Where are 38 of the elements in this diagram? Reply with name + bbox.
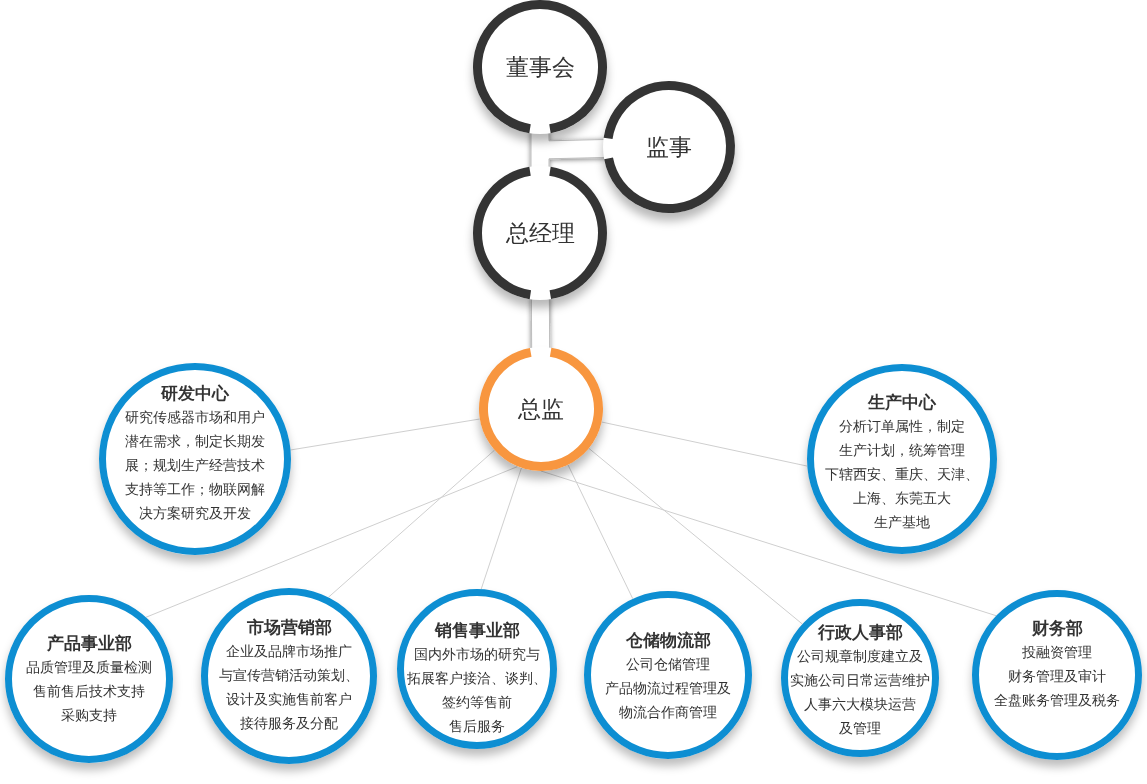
department-title: 财务部 [1031, 617, 1083, 640]
connector-line [601, 421, 808, 467]
department-title: 产品事业部 [46, 632, 132, 655]
department-title: 市场营销部 [246, 616, 332, 639]
department-duties: 产品物流过程管理及物流合作商管理 [605, 679, 731, 722]
department-title: 生产中心 [868, 391, 936, 414]
connector-line [145, 466, 519, 618]
department-title: 研发中心 [161, 382, 229, 405]
position-label: 总监 [518, 395, 564, 424]
department-duties: 全盘账务管理及税务 [994, 691, 1120, 710]
connector-line [480, 467, 522, 590]
position-label: 董事会 [505, 53, 575, 82]
department-title: 行政人事部 [817, 621, 903, 644]
department-duties: 企业及品牌市场推广与宣传营销活动策划、设计及实施售前客户接待服务及分配 [219, 642, 359, 733]
position-label: 总经理 [505, 219, 575, 248]
department-title: 销售事业部 [434, 619, 520, 642]
department-duties: 采购支持 [61, 706, 117, 725]
department-duties: 公司仓储管理 [626, 655, 710, 674]
connector-line [540, 470, 997, 617]
department-duties: 售前售后技术支持 [33, 682, 145, 701]
department-duties: 公司规章制度建立及实施公司日常运营维护 [790, 647, 930, 690]
department-duties: 分析订单属性，制定生产计划，统筹管理下辖西安、重庆、天津、上海、东莞五大生产基地 [825, 417, 979, 532]
position-circle [473, 0, 607, 134]
position-circle [603, 81, 735, 213]
position-label: 监事 [646, 133, 692, 162]
department-duties: 投融资管理 [1022, 643, 1092, 662]
department-duties: 研究传感器市场和用户潜在需求，制定长期发展；规划生产经营技术支持等工作；物联网解决方案研究及开发 [125, 408, 265, 523]
department-duties: 品质管理及质量检测 [26, 658, 152, 677]
department-duties: 国内外市场的研究与拓展客户接洽、谈判、签约等售前售后服务 [407, 645, 547, 736]
connector-line [290, 418, 481, 451]
department-title: 仓储物流部 [625, 629, 711, 652]
position-circle [473, 166, 607, 300]
department-duties: 财务管理及审计 [1008, 667, 1106, 686]
position-circle [479, 347, 603, 471]
connector-line [567, 464, 634, 600]
department-duties: 人事六大模块运营及管理 [804, 695, 916, 738]
connector-line [588, 447, 803, 625]
connector-line [327, 449, 496, 598]
